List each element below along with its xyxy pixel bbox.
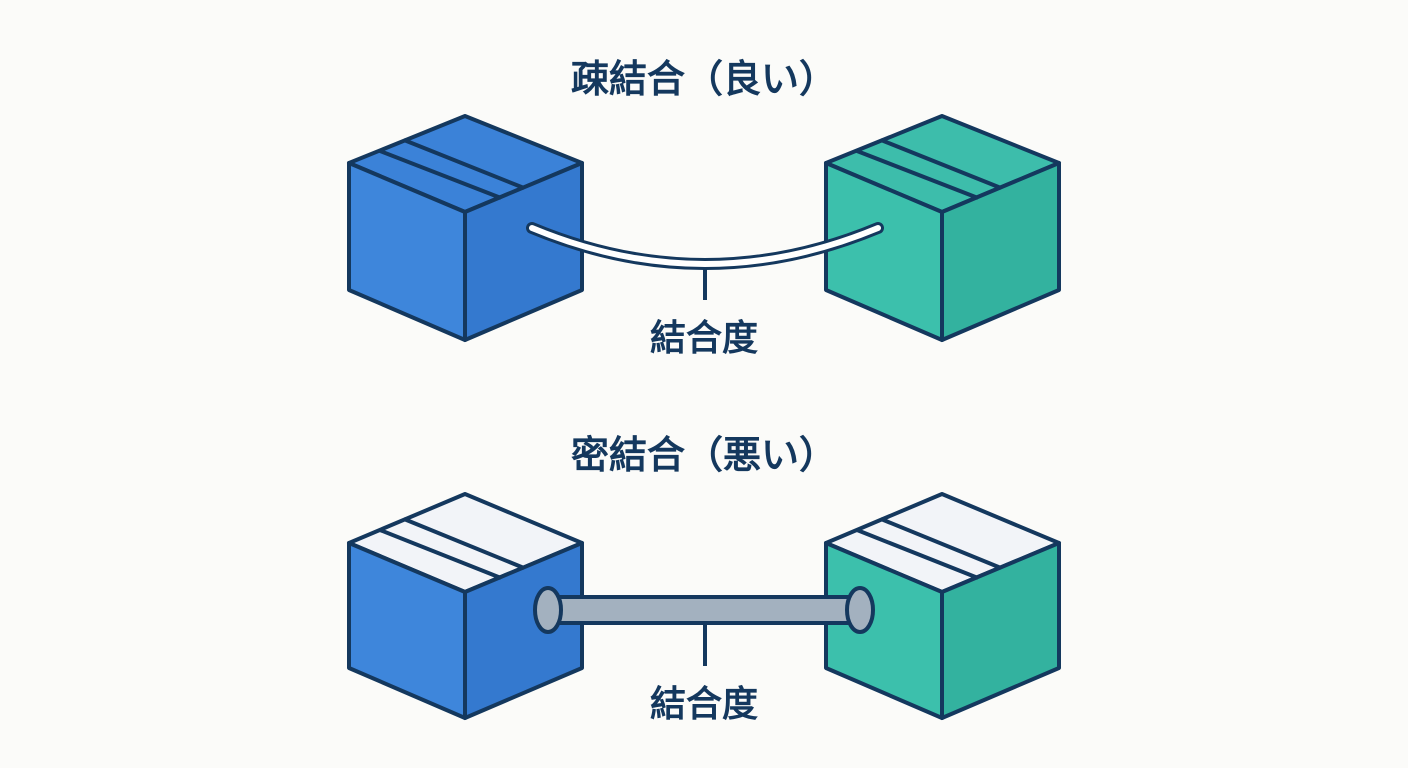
tight-right-module-box [824,492,1061,720]
rod-left-joint [533,586,563,634]
box-side-face [940,541,1061,720]
box-tape-line [880,517,1002,570]
loose-right-module-box [824,114,1061,342]
loose-connection-wire [526,222,884,270]
box-tape-line [403,138,525,190]
box-side-face [463,161,584,342]
box-tape-line [856,528,979,580]
tight-connection-rod [533,586,875,634]
rod-right-joint [845,586,875,634]
box-tape-line [379,528,502,580]
box-tape-line [379,149,502,200]
loose-coupling-title: 疎結合（良い） [571,57,837,101]
loose-left-module-box [347,114,584,342]
tight-coupling-section: 密結合（悪い） 結合度 [347,433,1061,725]
box-side-face [463,541,584,720]
tight-coupling-title: 密結合（悪い） [571,433,837,477]
tight-coupling-label: 結合度 [650,684,758,725]
loose-coupling-section: 疎結合（良い） 結合度 [347,57,1061,359]
box-tape-line [856,149,979,200]
box-tape-line [880,138,1002,190]
loose-coupling-label: 結合度 [650,318,758,359]
box-tape-line [403,517,525,570]
box-side-face [940,161,1061,342]
tight-left-module-box [347,492,584,720]
